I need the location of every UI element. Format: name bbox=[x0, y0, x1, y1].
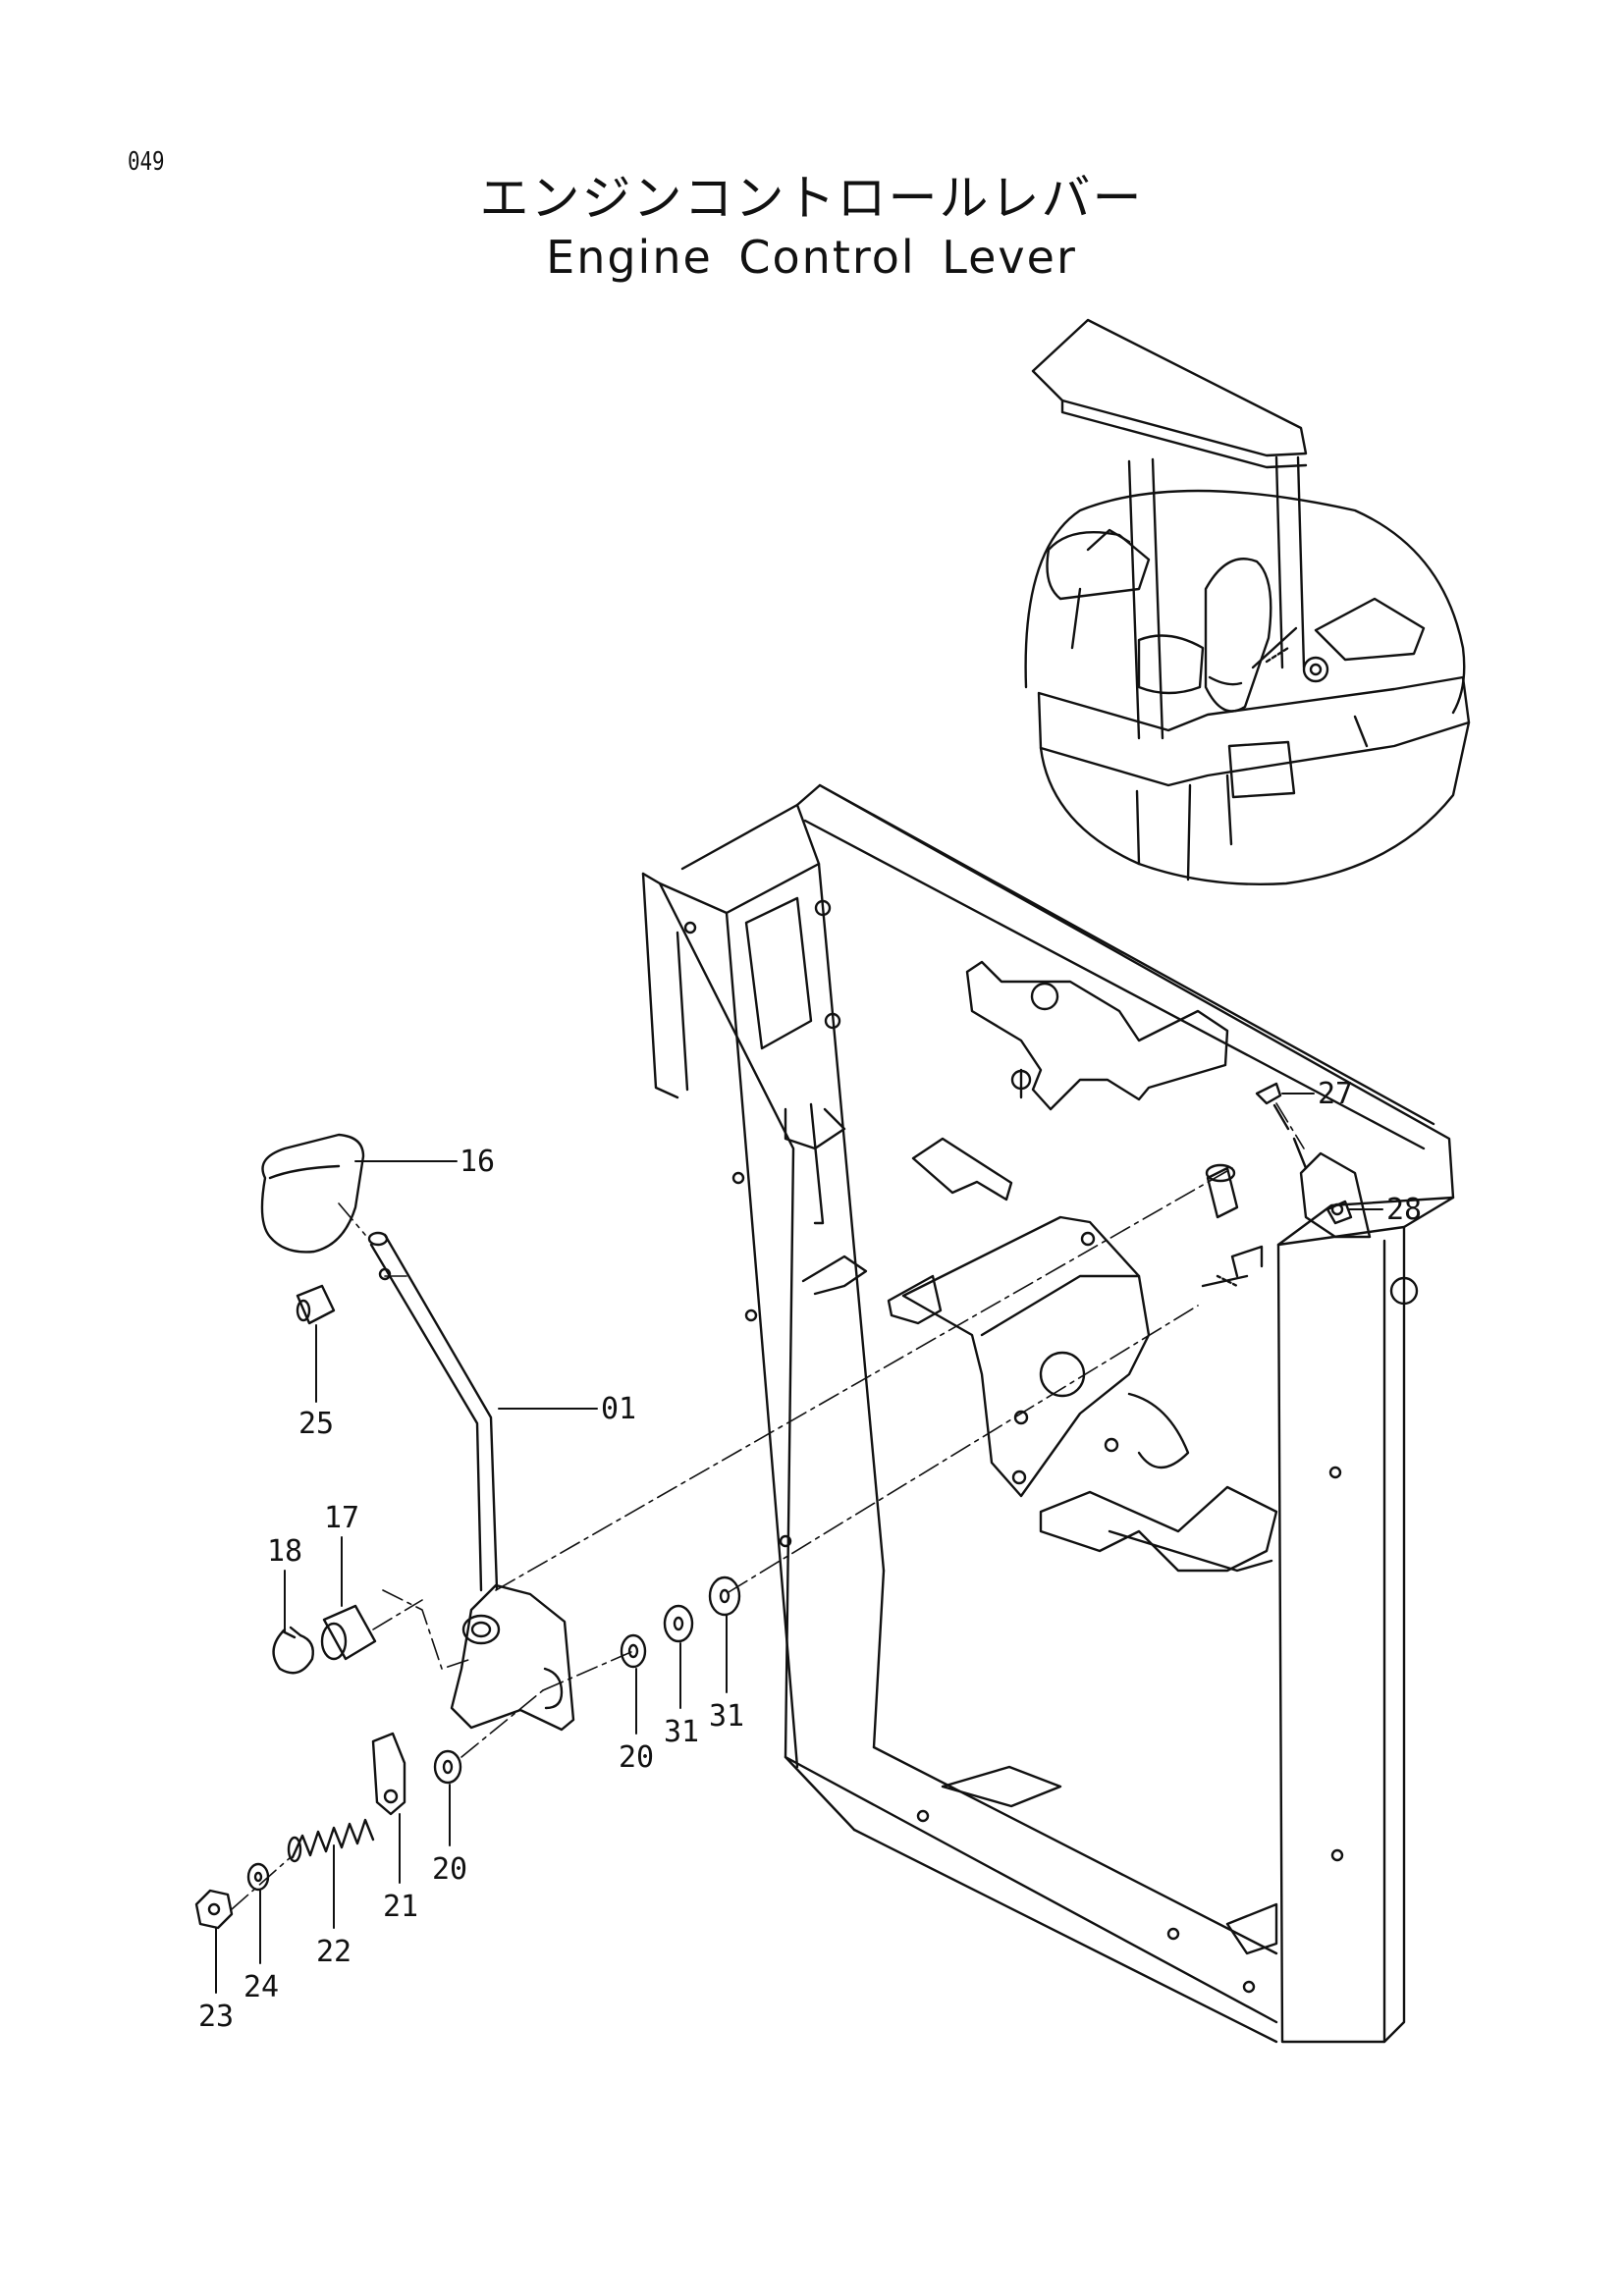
callout-20-upper: 20 bbox=[619, 1740, 654, 1775]
callout-01: 01 bbox=[601, 1392, 636, 1426]
lever-components bbox=[194, 1082, 1353, 1930]
page-code: 049 bbox=[128, 147, 165, 177]
control-lever-frame bbox=[641, 783, 1455, 2044]
callout-22: 22 bbox=[316, 1935, 352, 1969]
callout-leader-lines bbox=[215, 1093, 1383, 1994]
callout-25: 25 bbox=[298, 1407, 334, 1441]
assembly-center-lines bbox=[231, 1102, 1305, 1910]
callout-20-lower: 20 bbox=[432, 1852, 467, 1887]
title-english: Engine Control Lever bbox=[546, 231, 1077, 284]
title-japanese: エンジンコントロールレバー bbox=[479, 170, 1144, 227]
callout-labels: 16 01 25 17 18 27 28 20 31 31 20 21 22 2… bbox=[198, 1077, 1422, 2034]
callout-28: 28 bbox=[1386, 1193, 1422, 1227]
callout-18: 18 bbox=[267, 1534, 302, 1569]
title-block: エンジンコントロールレバー Engine Control Lever bbox=[0, 169, 1623, 287]
callout-31-left: 31 bbox=[664, 1715, 699, 1749]
machine-overview-illustration bbox=[1024, 318, 1471, 886]
callout-21: 21 bbox=[383, 1890, 418, 1924]
callout-17: 17 bbox=[324, 1501, 359, 1535]
callout-16: 16 bbox=[460, 1145, 495, 1179]
callout-24: 24 bbox=[243, 1970, 279, 2004]
callout-27: 27 bbox=[1318, 1077, 1353, 1111]
callout-23: 23 bbox=[198, 2000, 234, 2034]
callout-31-right: 31 bbox=[709, 1699, 744, 1734]
